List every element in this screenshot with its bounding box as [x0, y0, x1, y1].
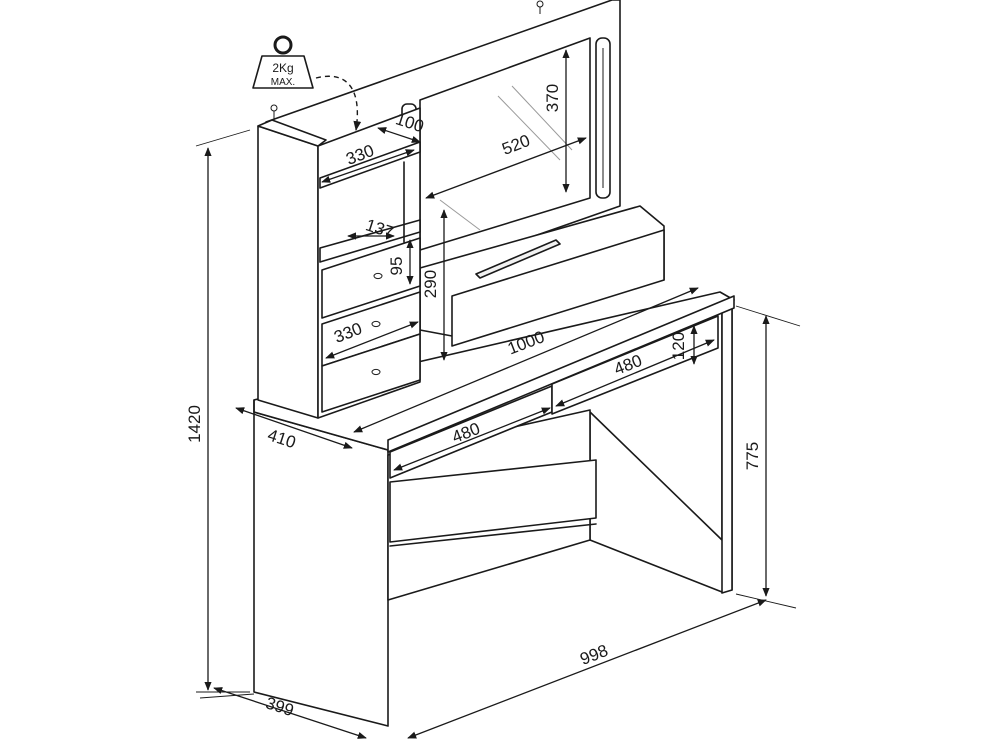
dimension-lines: 1420 775 998 399 410 1000 480 480 120 52…: [185, 49, 801, 739]
dim-drawer-height: 120: [669, 332, 688, 360]
dim-table-height: 775: [743, 442, 762, 470]
desk-right-leg-front: [721, 305, 733, 594]
dim-total-height: 1420: [185, 405, 204, 443]
dim-table-width: 998: [577, 641, 610, 669]
weight-label-line1: 2Kg: [272, 61, 293, 75]
screw-icon: [536, 0, 544, 14]
dim-mirror-height: 370: [543, 84, 562, 112]
drawer-knob-1: [373, 272, 383, 280]
tower-side-panel: [257, 125, 319, 419]
tower-top: [257, 119, 327, 147]
desk-left-leg: [253, 411, 389, 727]
dim-small-drawer-height: 95: [387, 257, 406, 276]
screw-icon: [270, 104, 278, 120]
tower-shelf-mid: [319, 219, 421, 263]
wall-screws: [270, 0, 544, 120]
weight-label-line2: MAX.: [271, 77, 295, 88]
tower-drawer-1: [321, 237, 421, 319]
weight-limit-icon: 2Kg MAX.: [252, 35, 362, 131]
weight-arrow: [315, 75, 362, 131]
shelf-handle: [475, 239, 561, 279]
dim-mirror-unit-height: 290: [421, 270, 440, 298]
